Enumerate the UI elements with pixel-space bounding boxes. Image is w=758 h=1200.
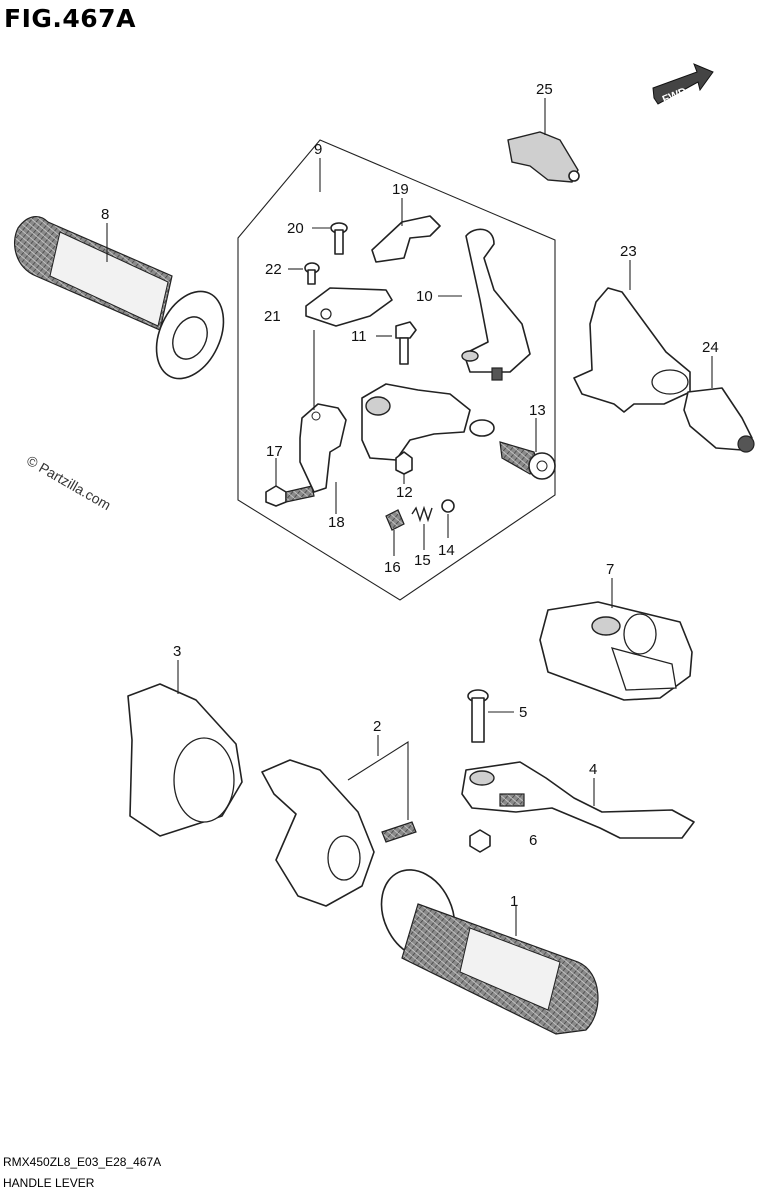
part-15-spring xyxy=(411,505,433,523)
part-6-nut xyxy=(469,829,491,853)
part-12-nut xyxy=(395,451,413,475)
part-5-pivot-bolt xyxy=(467,689,489,743)
callout-20: 20 xyxy=(287,220,304,237)
part-19-lever-holder-clamp xyxy=(371,215,441,263)
callout-24: 24 xyxy=(702,339,719,356)
callout-23: 23 xyxy=(620,243,637,260)
callout-16: 16 xyxy=(384,559,401,576)
callout-11: 11 xyxy=(351,328,367,345)
callout-8: 8 xyxy=(101,206,109,223)
callout-1: 1 xyxy=(510,893,518,910)
callout-4: 4 xyxy=(589,761,597,778)
part-4-brake-lever xyxy=(461,761,695,839)
part-3-lever-guard xyxy=(127,683,243,837)
part-11-pivot-bolt xyxy=(395,321,417,365)
part-2-bolt xyxy=(381,821,417,843)
figure-title: FIG.467A xyxy=(4,4,136,33)
part-16-plug xyxy=(385,509,405,531)
part-24-hot-start-knob xyxy=(683,387,755,453)
callout-15: 15 xyxy=(414,552,431,569)
callout-12: 12 xyxy=(396,484,413,501)
callout-17: 17 xyxy=(266,443,283,460)
part-10-clutch-lever xyxy=(461,228,531,381)
part-25-switch-housing xyxy=(507,131,580,183)
callout-2: 2 xyxy=(373,718,381,735)
callout-14: 14 xyxy=(438,542,455,559)
assembly-group-frame xyxy=(237,139,556,601)
fwd-arrow-icon: FWD xyxy=(652,63,714,106)
part-1-grip-right xyxy=(380,869,599,1035)
part-8-grip-left xyxy=(14,216,225,380)
part-13-cable-adjuster xyxy=(499,441,556,480)
part-18-holder-clamp xyxy=(299,403,347,493)
callout-21: 21 xyxy=(264,308,281,325)
callout-9: 9 xyxy=(314,141,322,158)
callout-7: 7 xyxy=(606,561,614,578)
callout-22: 22 xyxy=(265,261,282,278)
footer-diagram-code: RMX450ZL8_E03_E28_467A xyxy=(3,1155,162,1169)
part-14-ball xyxy=(441,499,455,513)
part-7-boot xyxy=(539,601,693,701)
part-20-screw xyxy=(330,222,348,255)
callout-18: 18 xyxy=(328,514,345,531)
leader-2-bracket xyxy=(347,741,409,820)
part-17-clamp-bolt xyxy=(265,485,315,507)
part-2-brake-lever-holder xyxy=(261,759,375,907)
part-23-lever-cover xyxy=(573,287,691,413)
part-22-screw xyxy=(304,262,320,285)
part-lever-holder-body xyxy=(361,383,495,461)
callout-10: 10 xyxy=(416,288,433,305)
callout-13: 13 xyxy=(529,402,546,419)
part-21-bracket xyxy=(305,287,393,327)
callout-25: 25 xyxy=(536,81,553,98)
callout-19: 19 xyxy=(392,181,409,198)
callout-6: 6 xyxy=(529,832,537,849)
callout-3: 3 xyxy=(173,643,181,660)
callout-5: 5 xyxy=(519,704,527,721)
footer-section-name: HANDLE LEVER xyxy=(3,1176,95,1190)
